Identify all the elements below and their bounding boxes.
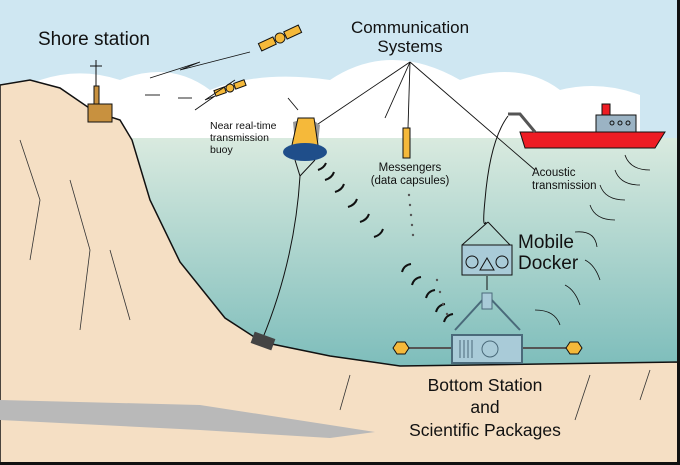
mobile-docker-icon — [461, 221, 513, 290]
messengers-line1: Messengers — [378, 162, 442, 174]
mobile-docker-label: Mobile Docker — [518, 232, 578, 275]
capsule-dots — [407, 193, 449, 316]
frame-border-bottom — [0, 462, 680, 465]
buoy-line3: buoy — [210, 143, 233, 156]
buoy-icon — [261, 117, 327, 341]
shore-station-icon — [87, 60, 113, 123]
bottom-line1: Bottom Station — [427, 375, 543, 395]
acoustic-label: Acoustic transmission — [532, 167, 597, 193]
ship-icon — [483, 103, 666, 225]
buoy-line1: Near real-time — [210, 120, 277, 132]
bottom-station-label: Bottom Station and Scientific Packages — [385, 374, 585, 441]
docker-line1: Mobile — [518, 232, 574, 253]
shore-station-label: Shore station — [38, 29, 150, 50]
communication-systems-label: Communication Systems — [335, 18, 485, 56]
acoustic-line1: Acoustic — [532, 167, 576, 179]
messenger-capsule-icon — [402, 127, 411, 159]
rock-cracks — [19, 139, 651, 421]
frame-border-right — [677, 0, 680, 465]
satellite-icon — [213, 79, 247, 97]
rock-layer — [0, 400, 375, 438]
buoy-line2: transmission — [210, 131, 269, 144]
docker-line2: Docker — [518, 253, 579, 275]
bottom-line2: and — [470, 397, 500, 418]
buoy-label: Near real-time transmission buoy — [210, 120, 277, 156]
communication-line2: Systems — [377, 37, 443, 57]
messengers-line2: (data capsules) — [370, 174, 450, 187]
acoustic-line2: transmission — [532, 179, 597, 192]
icebergs — [0, 60, 640, 140]
bottom-station-icon — [392, 292, 583, 364]
radio-links — [145, 51, 299, 111]
communication-line1: Communication — [350, 18, 470, 37]
cable-anchor — [250, 331, 276, 351]
ship-sound-waves — [534, 154, 651, 326]
bottom-line3: Scientific Packages — [409, 419, 561, 440]
seabed-cliff — [0, 79, 680, 465]
satellite-icon — [257, 24, 303, 52]
acoustic-waves — [317, 162, 454, 323]
messengers-label: Messengers (data capsules) — [360, 162, 460, 188]
pointer-lines — [317, 61, 536, 171]
